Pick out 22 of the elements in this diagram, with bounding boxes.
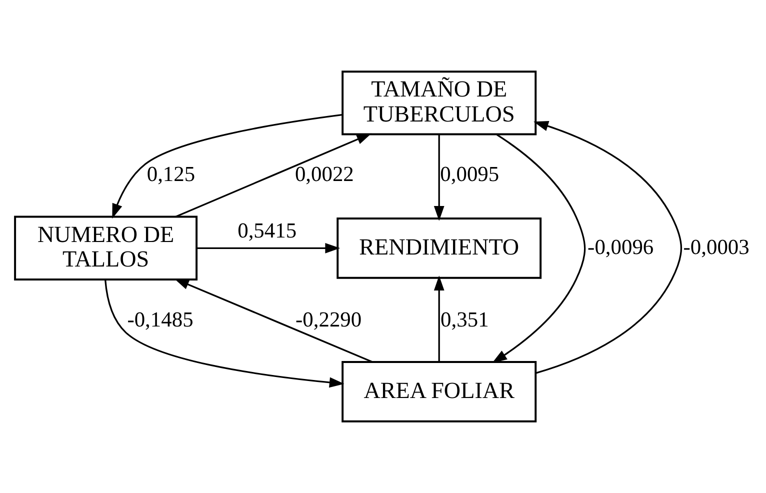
edge-label: -0,1485 — [127, 307, 194, 332]
arrow — [174, 278, 372, 363]
node-box: AREA FOLIAR — [342, 361, 537, 422]
edge-label: 0,351 — [440, 307, 489, 332]
edge-label: -0,0096 — [588, 234, 654, 259]
node-box: RENDIMIENTO — [336, 217, 542, 279]
edge-label: -0,0003 — [683, 234, 750, 259]
edge-label: 0,125 — [146, 162, 196, 186]
arrow — [196, 242, 340, 254]
edge-label: 0,5415 — [238, 218, 297, 242]
arrow — [112, 114, 342, 219]
arrow — [492, 134, 586, 364]
edge-label: 0,0022 — [294, 162, 354, 186]
arrow — [104, 280, 344, 388]
arrow — [175, 133, 372, 218]
edge-label: -0,2290 — [296, 307, 362, 332]
arrow — [434, 134, 444, 221]
edge-label: 0,0095 — [440, 162, 500, 186]
arrow — [434, 276, 444, 362]
node-box: TAMAÑO DE TUBERCULOS — [342, 70, 537, 136]
arrow — [534, 121, 682, 374]
node-box: NUMERO DE TALLOS — [14, 216, 198, 280]
